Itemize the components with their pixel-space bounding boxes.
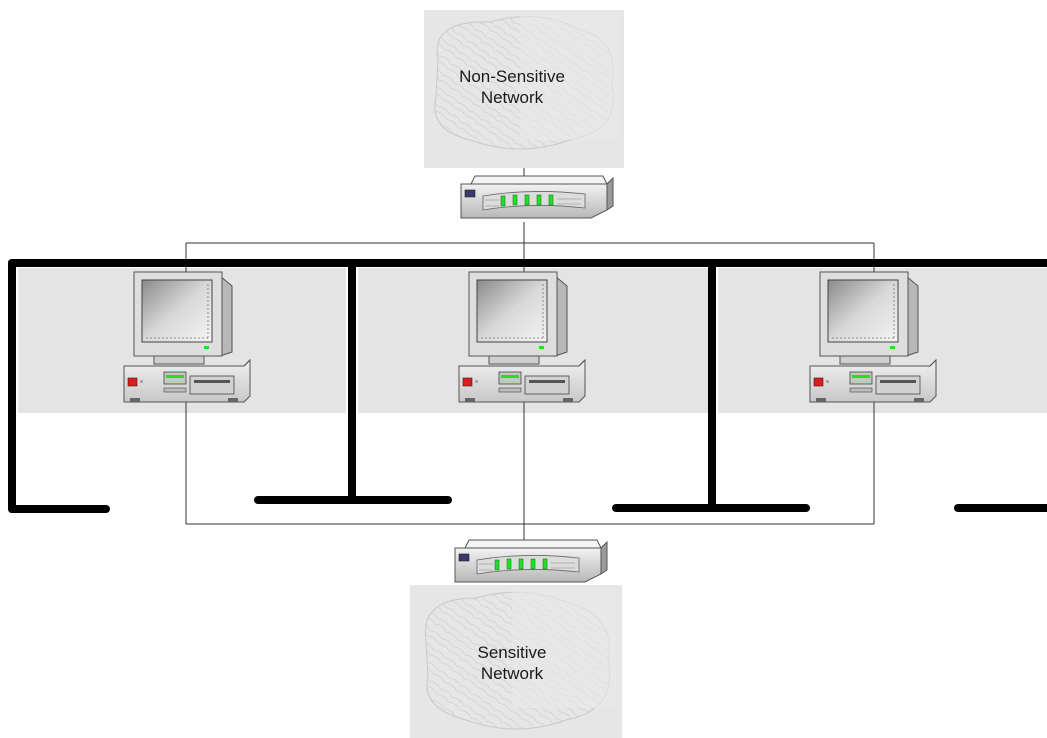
sensitive-network-label: Sensitive Network <box>412 642 612 684</box>
non-sensitive-line1: Non-Sensitive <box>459 67 565 86</box>
network-bus <box>8 259 1047 513</box>
sensitive-line1: Sensitive <box>477 643 547 662</box>
non-sensitive-line2: Network <box>480 88 544 107</box>
non-sensitive-network-label: Non-Sensitive Network <box>412 66 612 108</box>
workstation-left-icon <box>123 271 251 403</box>
router-top-icon <box>460 175 614 219</box>
non-sensitive-network-cloud <box>424 10 624 168</box>
workstation-center-icon <box>458 271 586 403</box>
sensitive-network-cloud <box>410 585 622 738</box>
router-bottom-icon <box>454 539 608 583</box>
workstation-right-icon <box>809 271 937 403</box>
sensitive-line2: Network <box>480 664 544 683</box>
